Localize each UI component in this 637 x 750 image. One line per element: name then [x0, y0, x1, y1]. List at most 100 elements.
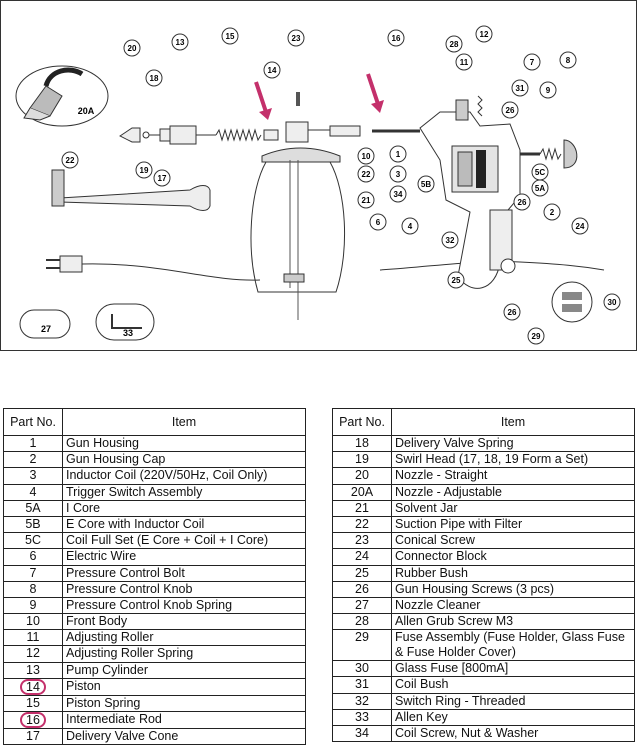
svg-text:7: 7 [530, 58, 535, 67]
part-number: 20 [355, 468, 369, 483]
part-number: 3 [29, 468, 37, 483]
callouts: 20 13 15 23 14 18 16 28 12 11 7 8 31 9 2… [41, 25, 621, 345]
nozzle-20a-inset [15, 65, 109, 127]
svg-text:14: 14 [268, 66, 277, 75]
part-number-cell: 20A [332, 483, 392, 501]
svg-text:4: 4 [408, 222, 413, 231]
svg-text:11: 11 [460, 58, 469, 67]
item-cell: Solvent Jar [391, 499, 635, 517]
callout-2: 2 [543, 203, 561, 221]
svg-text:20: 20 [128, 44, 137, 53]
svg-text:10: 10 [362, 152, 371, 161]
svg-text:34: 34 [394, 190, 403, 199]
callout-8: 8 [559, 51, 577, 69]
callout-31: 31 [511, 79, 529, 97]
callout-20a: 20A [78, 106, 95, 116]
part-number: 30 [355, 661, 369, 676]
part-number: 29 [355, 630, 369, 645]
part-number: 28 [355, 614, 369, 629]
part-number-cell: 5B [3, 515, 63, 534]
part-number-cell: 2 [3, 451, 63, 469]
svg-text:25: 25 [452, 276, 461, 285]
item-cell: E Core with Inductor Coil [62, 515, 306, 534]
callout-29: 29 [527, 327, 545, 345]
callout-18: 18 [145, 69, 163, 87]
part-number-cell: 11 [3, 629, 63, 647]
callout-7: 7 [523, 53, 541, 71]
part-number-cell: 32 [332, 692, 392, 710]
part-number: 31 [355, 677, 369, 692]
item-cell: Pump Cylinder [62, 661, 306, 679]
part-number: 27 [355, 597, 369, 612]
highlight-arrows [254, 73, 384, 120]
callout-26c: 26 [503, 303, 521, 321]
svg-text:29: 29 [532, 332, 541, 341]
part-number: 21 [355, 500, 369, 515]
callout-15: 15 [221, 27, 239, 45]
item-cell: Adjusting Roller Spring [62, 645, 306, 663]
item-cell: Coil Full Set (E Core + Coil + I Core) [62, 532, 306, 550]
callout-13: 13 [171, 33, 189, 51]
part-number: 5B [25, 516, 41, 531]
part-number-cell: 17 [3, 727, 63, 746]
callout-23: 23 [287, 29, 305, 47]
part-number-cell: 23 [332, 532, 392, 550]
part-number: 16 [20, 712, 46, 728]
nozzle-assembly [119, 125, 279, 145]
item-cell: Nozzle Cleaner [391, 596, 635, 615]
callout-24: 24 [571, 217, 589, 235]
suction-pipe [51, 169, 211, 211]
item-cell: Pressure Control Knob [62, 580, 306, 598]
item-cell: Delivery Valve Cone [62, 727, 306, 746]
solvent-jar [250, 160, 346, 320]
svg-text:5C: 5C [535, 168, 545, 177]
part-number-cell: 8 [3, 580, 63, 598]
callout-1: 1 [389, 145, 407, 163]
callout-20: 20 [123, 39, 141, 57]
callout-26b: 26 [513, 193, 531, 211]
svg-text:23: 23 [292, 34, 301, 43]
part-number-cell: 18 [332, 434, 392, 453]
callout-30: 30 [603, 293, 621, 311]
item-cell: Allen Key [391, 708, 635, 727]
part-number-cell: 28 [332, 613, 392, 631]
fuse-inset [551, 281, 593, 323]
svg-text:18: 18 [150, 74, 159, 83]
part-number: 20A [350, 484, 374, 499]
callout-27: 27 [41, 324, 51, 334]
part-number-cell: 27 [332, 596, 392, 615]
exploded-parts-diagram: 20 13 15 23 14 18 16 28 12 11 7 8 31 9 2… [0, 0, 637, 351]
part-number: 15 [26, 695, 40, 710]
svg-text:12: 12 [480, 30, 489, 39]
svg-text:9: 9 [546, 86, 551, 95]
svg-text:30: 30 [608, 298, 617, 307]
part-number-cell: 4 [3, 483, 63, 501]
power-cord [46, 255, 605, 281]
svg-text:26: 26 [508, 308, 517, 317]
callout-9: 9 [539, 81, 557, 99]
svg-text:26: 26 [506, 106, 515, 115]
callout-17: 17 [153, 169, 171, 187]
svg-text:2: 2 [550, 208, 555, 217]
svg-text:17: 17 [158, 174, 167, 183]
part-number-cell: 13 [3, 661, 63, 679]
part-number-cell: 12 [3, 645, 63, 663]
svg-text:22: 22 [66, 156, 75, 165]
svg-text:22: 22 [362, 170, 371, 179]
callout-12: 12 [475, 25, 493, 43]
item-cell: Trigger Switch Assembly [62, 483, 306, 501]
col-part-no: Part No. [3, 408, 63, 436]
